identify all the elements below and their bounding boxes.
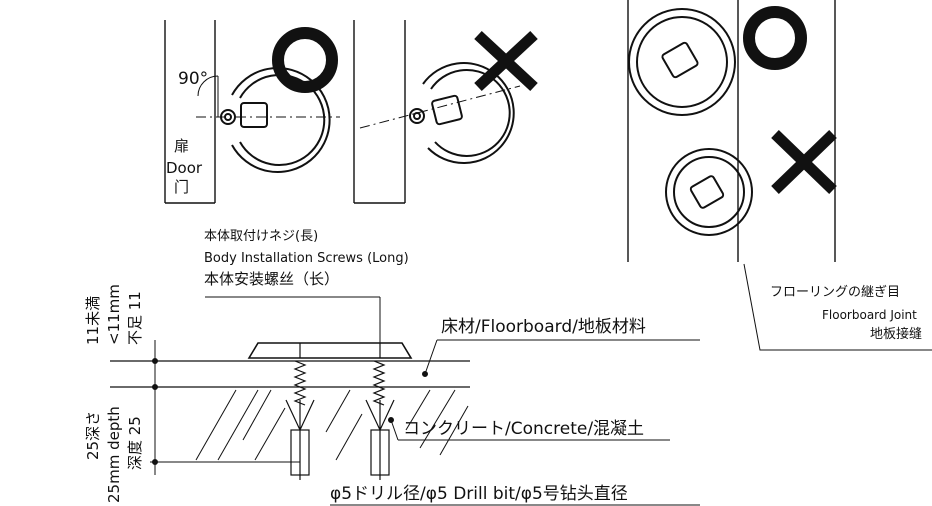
floor-board-lines <box>627 0 836 262</box>
stopper-body-section <box>247 342 413 359</box>
door-panel-correct <box>164 20 216 204</box>
joint-label-jp: フローリングの継ぎ目 <box>770 285 901 300</box>
dim-lower-cn: 深度 25 <box>126 416 144 470</box>
drill-bit-label: φ5ドリル径/φ5 Drill bit/φ5号钻头直径 <box>330 484 628 504</box>
ok-mark-board <box>743 6 807 70</box>
dimension-lines <box>150 340 300 475</box>
door-label-cn: 门 <box>174 178 190 196</box>
joint-leader-line <box>743 263 932 351</box>
concrete-hatching <box>195 389 469 461</box>
dim-upper-jp: 11未満 <box>84 295 102 345</box>
dim-lower-jp: 25深さ <box>84 410 102 460</box>
door-label-jp: 扉 <box>174 137 190 155</box>
door-label-en: Door <box>166 159 203 177</box>
stopper-on-board <box>628 8 736 116</box>
joint-label-en: Floorboard Joint <box>822 308 917 322</box>
joint-label-cn: 地板接缝 <box>870 327 923 342</box>
floorboard-label: 床材/Floorboard/地板材料 <box>441 317 646 337</box>
door-stopper-wrong <box>409 62 515 165</box>
ok-mark-door <box>272 27 338 93</box>
ng-mark-door <box>474 30 538 92</box>
screw-right <box>365 360 395 480</box>
dim-upper-cn: 不足 11 <box>126 291 144 345</box>
axis-line-wrong <box>359 85 521 129</box>
screw-label-cn: 本体安装螺丝（长） <box>204 270 340 288</box>
leader-lines <box>330 339 700 506</box>
screw-label-en: Body Installation Screws (Long) <box>204 251 409 266</box>
angle-label: 90° <box>178 69 209 89</box>
angle-arc <box>197 75 219 97</box>
floor-surface-lines <box>110 360 470 388</box>
screw-left <box>285 360 315 480</box>
stopper-on-joint <box>665 148 753 236</box>
door-panel-wrong <box>353 20 406 204</box>
screw-label-jp: 本体取付けネジ(長) <box>204 229 319 244</box>
ng-mark-joint <box>771 130 837 194</box>
door-stopper-correct <box>220 67 331 173</box>
dim-lower-en: 25mm depth <box>105 406 123 503</box>
concrete-label: コンクリート/Concrete/混凝土 <box>403 419 645 439</box>
dim-upper-en: <11mm <box>105 284 123 345</box>
